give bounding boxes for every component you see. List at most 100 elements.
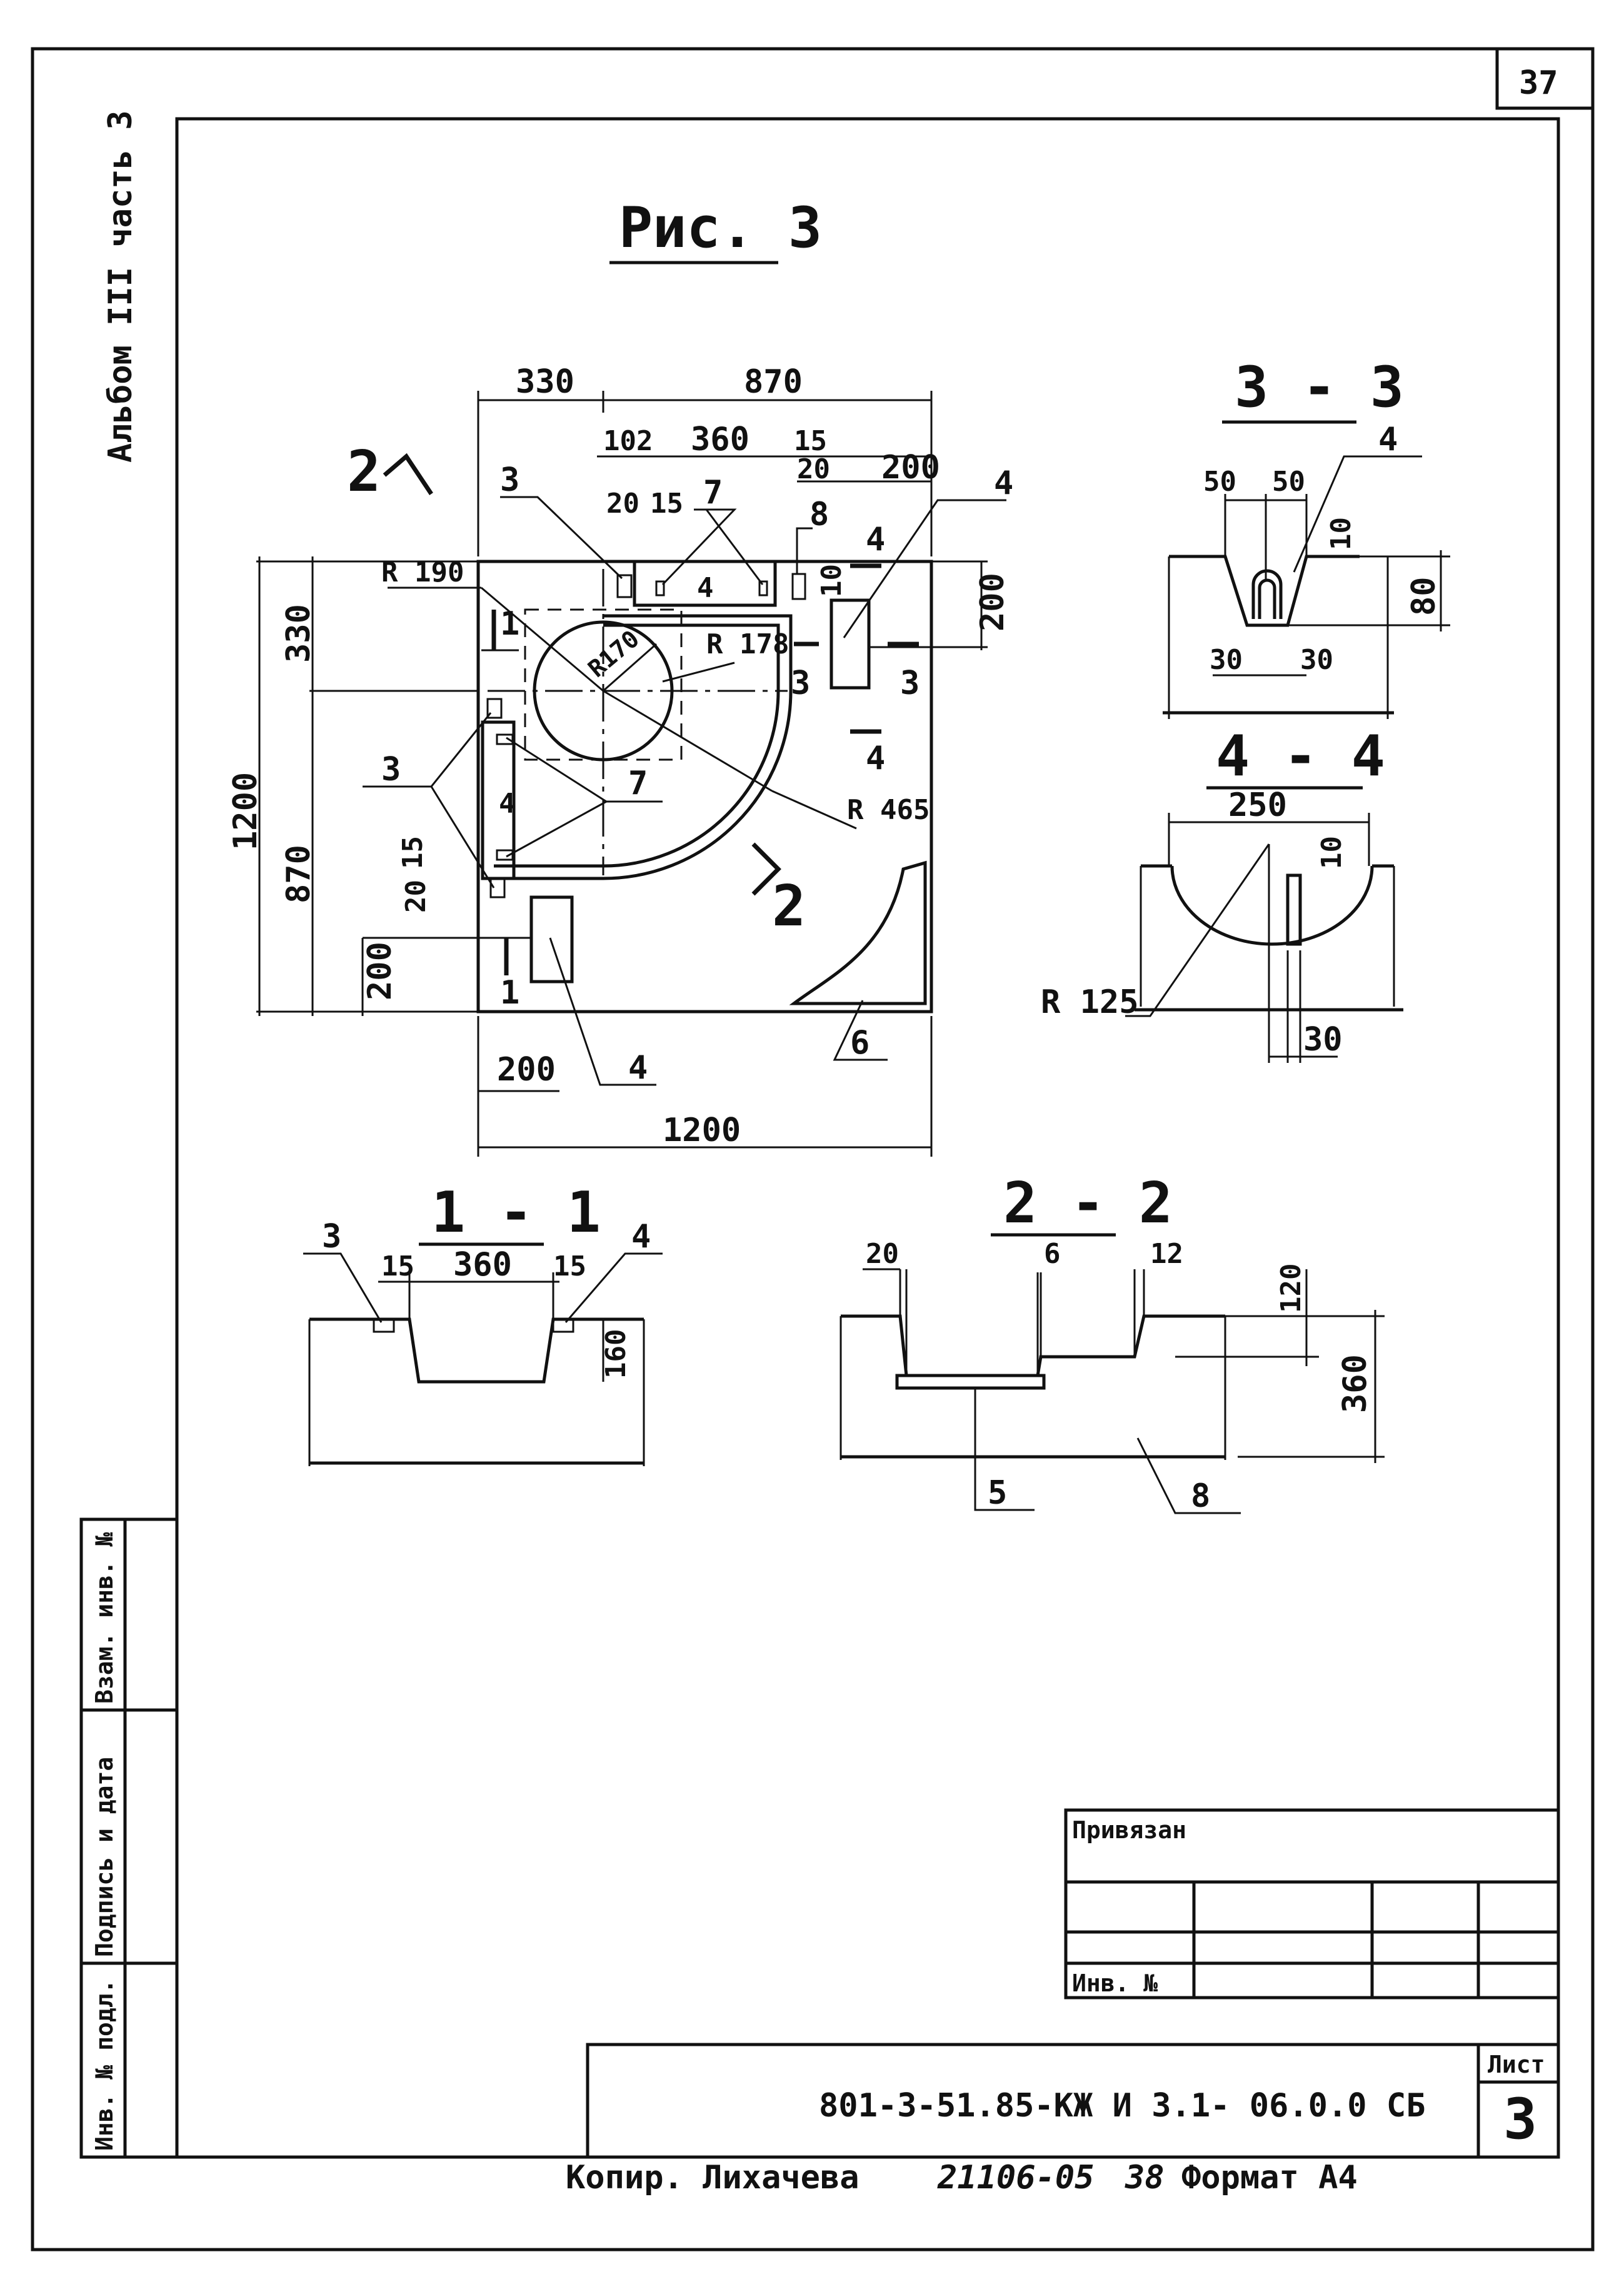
r465-shelf <box>771 790 857 830</box>
section-2-2-title: 2 - 2 <box>1003 1170 1173 1236</box>
embed-8 <box>791 573 806 600</box>
dim-870-left: 870 <box>280 845 318 903</box>
section-1-1-title: 1 - 1 <box>431 1180 601 1245</box>
footer-sheet-ref: 38 <box>1125 2159 1165 2196</box>
callout-3-top: 3 <box>500 461 519 499</box>
s22-callout-5: 5 <box>988 1474 1007 1512</box>
s44-dim-30: 30 <box>1303 1021 1343 1059</box>
stamp-main-block <box>586 2043 1560 2159</box>
stamp-doc-code: 801-3-51.85-КЖ И 3.1- 06.0.0 СБ <box>819 2087 1426 2125</box>
s33-dim-50b: 50 <box>1272 466 1305 498</box>
c7-left-leader-b <box>506 800 607 858</box>
cut-4-top: 4 <box>866 521 885 558</box>
cut-3-right: 3 <box>900 665 920 702</box>
s33-dim-30a: 30 <box>1210 644 1243 676</box>
callout-7-top: 7 <box>703 474 723 511</box>
dim-200-right: 200 <box>974 573 1011 631</box>
callout-6: 6 <box>850 1024 870 1062</box>
stamp-sheet-no: 3 <box>1503 2086 1537 2152</box>
plan-dimensions <box>256 391 988 1157</box>
dim-200-left: 200 <box>361 942 399 1000</box>
embed-3-left-a <box>486 698 503 719</box>
section-4-4: 4 - 4 <box>1125 723 1403 1063</box>
s22-callout-8: 8 <box>1191 1477 1210 1515</box>
section-3-3-title: 3 - 3 <box>1235 355 1404 420</box>
s11-dim-360: 360 <box>453 1246 512 1284</box>
callout-4-bottom: 4 <box>628 1049 648 1087</box>
footer-order-no: 21106-05 <box>937 2159 1094 2196</box>
dim-1200-left: 1200 <box>227 772 264 850</box>
dim-330-left: 330 <box>280 604 318 663</box>
embed-3-left-b <box>489 877 506 898</box>
cut-2-top-mark <box>383 453 433 495</box>
inner-frame <box>175 117 1560 2159</box>
cut-2-top: 2 <box>347 439 381 505</box>
dim-1200-bottom: 1200 <box>663 1112 741 1149</box>
dim-4a: 4 <box>697 572 714 604</box>
section-1-1-leader-3 <box>303 1252 383 1323</box>
callout-7-left: 7 <box>628 765 648 802</box>
dim-20-left: 20 <box>400 880 432 913</box>
section-2-2-leader-5 <box>974 1388 1035 1511</box>
r170-leader <box>603 643 657 692</box>
dim-20a: 20 <box>797 453 830 485</box>
radius-465: R 465 <box>847 794 930 826</box>
plan-curved-channel-inner <box>494 623 780 868</box>
s22-dim-120: 120 <box>1275 1264 1307 1313</box>
s22-dim-6: 6 <box>1044 1238 1061 1270</box>
side-vzam-inv: Взам. инв. № <box>91 1532 118 1704</box>
section-1-1-embed-3 <box>373 1318 395 1333</box>
c3-top-leader <box>500 496 623 580</box>
album-label: Альбом III часть 3 <box>102 110 139 463</box>
cut-2-bottom: 2 <box>772 873 806 939</box>
s22-dim-360: 360 <box>1336 1354 1374 1413</box>
section-1-1: 1 - 1 <box>303 1180 663 1466</box>
s11-callout-3: 3 <box>322 1218 341 1255</box>
r190-leader <box>481 586 604 692</box>
s33-dim-10: 10 <box>1325 517 1357 550</box>
dim-4b: 4 <box>499 788 516 820</box>
dim-330-top: 330 <box>516 363 574 401</box>
cut-3-left: 3 <box>791 665 810 702</box>
outer-border <box>31 47 1595 2251</box>
page-number: 37 <box>1519 64 1558 102</box>
figure-title: Рис. 3 <box>619 195 822 261</box>
s44-dim-10: 10 <box>1316 836 1348 869</box>
side-inv-podl: Инв. № подл. <box>91 1979 118 2151</box>
cut-1-top: 1 <box>500 605 519 643</box>
c8-leader <box>796 527 813 574</box>
section-1-1-embed-4 <box>552 1318 574 1333</box>
dim-10a: 10 <box>816 564 848 597</box>
r465-leader <box>603 690 773 792</box>
section-4-4-title: 4 - 4 <box>1216 723 1385 789</box>
recess-bottom <box>529 895 574 984</box>
section-1-1-profile <box>309 1317 644 1384</box>
section-2-2-profile <box>841 1314 1225 1377</box>
s22-dim-20: 20 <box>866 1238 899 1270</box>
footer-format: Формат А4 <box>1181 2159 1358 2196</box>
s33-callout-4: 4 <box>1378 421 1398 458</box>
section-4-4-leader-r125 <box>1125 843 1270 1017</box>
recess-right <box>830 598 871 690</box>
embed-7a <box>655 580 665 596</box>
stamp-upper-block <box>1064 1808 1560 2000</box>
section-1-1-leader-4 <box>564 1252 663 1323</box>
side-stamp <box>79 1517 179 2159</box>
dim-870-top: 870 <box>744 363 803 401</box>
dim-15a: 15 <box>794 425 827 457</box>
dim-360: 360 <box>691 421 749 458</box>
cut-1-bottom: 1 <box>500 974 519 1012</box>
section-4-4-bar <box>1286 873 1302 946</box>
dim-20b: 20 <box>606 488 639 520</box>
plan-curved-channel-outer <box>484 614 793 880</box>
c4-bottom-leader <box>549 937 656 1086</box>
section-4-4-bowl <box>1170 865 1374 946</box>
c3-left-leader-b <box>430 786 495 888</box>
footer-copied-by: Копир. Лихачева <box>566 2159 860 2196</box>
section-3-3-leader-4 <box>1293 455 1422 573</box>
c7-top-leader-b <box>705 509 764 585</box>
c4-top-leader <box>843 499 1006 638</box>
side-podpis-data: Подпись и дата <box>91 1757 118 1957</box>
dim-15b: 15 <box>650 488 683 520</box>
